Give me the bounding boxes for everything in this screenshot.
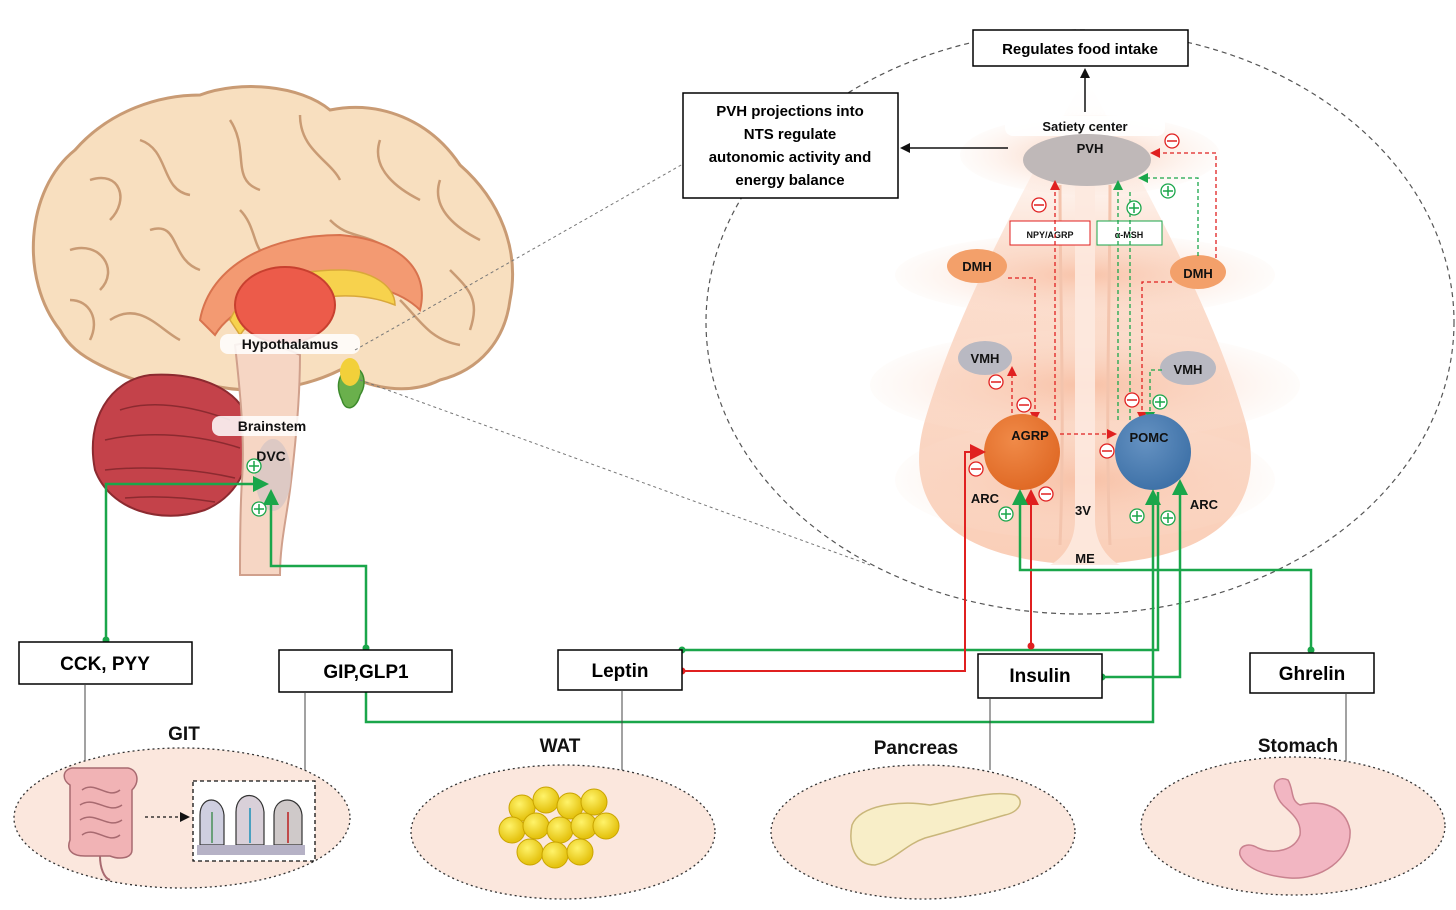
pvh-projections-line-2: NTS regulate [744, 126, 837, 143]
alpha-msh-label: α-MSH [1115, 230, 1144, 240]
stomach-organ-bg [1140, 756, 1446, 896]
regulates-food-intake-box [972, 29, 1189, 67]
leptin-to-pomc-path [682, 492, 1160, 652]
agrp-neuron [984, 414, 1060, 490]
minus-marker-vmh [988, 374, 1004, 390]
dmh-left-label: DMH [962, 259, 992, 274]
insulin-red-node [1027, 642, 1035, 650]
third-ventricle [1050, 180, 1120, 565]
brainstem-label: Brainstem [238, 418, 306, 434]
pvh-nucleus [1023, 134, 1151, 186]
plus-marker-pomc-1 [1129, 508, 1145, 524]
zoom-line-top [354, 159, 691, 351]
vmh-right-label: VMH [1174, 362, 1203, 377]
cck-pyy-path [104, 476, 269, 640]
dmh-right-to-pvh-red [1150, 148, 1217, 258]
fat-cells-icon [498, 786, 620, 869]
brainstem-label-bg [212, 416, 330, 436]
dvc-label: DVC [256, 448, 286, 464]
plus-marker-dvc-1 [246, 458, 262, 474]
inner-signaling [1007, 148, 1217, 439]
git-label: GIT [168, 724, 200, 745]
pancreas-icon [850, 792, 1021, 866]
dmh-left-nucleus [947, 249, 1007, 283]
satiety-label-bg [1005, 116, 1165, 136]
gip-glp1-path [263, 489, 368, 650]
effect-markers [246, 133, 1180, 526]
plus-marker-pvh-1 [1126, 200, 1142, 216]
stomach-label: Stomach [1258, 736, 1338, 757]
pvh-label: PVH [1077, 141, 1104, 156]
villi-icon [197, 795, 305, 855]
leptin-to-agrp-path [682, 444, 986, 672]
npy-agrp-label: NPY/AGRP [1026, 230, 1073, 240]
minus-marker-pomc-agrp [1099, 443, 1115, 459]
insulin-to-pomc-path [1102, 479, 1188, 679]
minus-marker-pvh-agrp [1031, 197, 1047, 213]
pvh-projections-line-4: energy balance [735, 172, 844, 189]
ghrelin-box [1249, 652, 1375, 694]
insulin-label: Insulin [1009, 666, 1070, 687]
vmh-right-to-pomc [1145, 369, 1162, 422]
gip-glp1-box [278, 649, 453, 693]
minus-marker-agrp-dmh [1016, 397, 1032, 413]
minus-marker-pvh-top [1164, 133, 1180, 149]
cck-pyy-label: CCK, PYY [60, 654, 150, 675]
gip-glp1-to-pomc-path [364, 489, 1161, 724]
insulin-box [977, 653, 1103, 699]
npy-agrp-box [1009, 220, 1091, 246]
minus-marker-pomc-dmh [1124, 392, 1140, 408]
arc-left-label: ARC [971, 491, 1000, 506]
thalamus [234, 266, 336, 344]
gip-glp1-label: GIP,GLP1 [323, 662, 409, 683]
hypothalamus-label-bg [220, 334, 360, 354]
vmh-left-label: VMH [971, 351, 1000, 366]
leptin-box [557, 649, 683, 691]
dmh-right-to-pomc [1137, 281, 1172, 422]
dmh-right-to-pvh-green [1138, 173, 1199, 256]
pomc-label: POMC [1130, 430, 1170, 445]
ghrelin-label: Ghrelin [1279, 664, 1346, 685]
satiety-center-label: Satiety center [1042, 119, 1127, 134]
agrp-label: AGRP [1011, 428, 1049, 443]
dmh-left-to-agrp [1008, 277, 1040, 422]
hormone-pathways [102, 444, 1315, 724]
pancreas-label: Pancreas [874, 738, 959, 759]
cerebellum [91, 373, 251, 517]
arc-right-label: ARC [1190, 497, 1219, 512]
vmh-right-nucleus [1160, 351, 1216, 385]
wat-label: WAT [540, 736, 581, 757]
cck-pyy-box [18, 641, 193, 685]
gyri-lines [69, 114, 481, 347]
pvh-projections-line-1: PVH projections into [716, 103, 864, 120]
plus-marker-pomc-vmh [1152, 394, 1168, 410]
hypothalamus-label: Hypothalamus [242, 336, 339, 352]
cerebellum-folds [104, 404, 241, 503]
dmh-right-label: DMH [1183, 266, 1213, 281]
plus-marker-pomc-2 [1160, 510, 1176, 526]
ghrelin-node [1307, 646, 1315, 654]
pvh-projections-line-3: autonomic activity and [709, 149, 872, 166]
plus-marker-agrp-ghrelin [998, 506, 1014, 522]
plus-marker-dvc-2 [251, 501, 267, 517]
ghrelin-to-agrp-path [1012, 489, 1313, 650]
intestine-icon [63, 767, 138, 881]
plus-marker-pvh-2 [1160, 183, 1176, 199]
regulates-food-intake-text: Regulates food intake [1002, 41, 1158, 58]
brain-illustration [31, 85, 515, 576]
minus-marker-agrp-leptin [968, 461, 984, 477]
hypothalamus-area [340, 358, 360, 386]
leptin-label: Leptin [592, 661, 649, 682]
dmh-right-nucleus [1170, 255, 1226, 289]
vmh-left-nucleus [958, 341, 1012, 375]
pomc-neuron [1115, 414, 1191, 490]
pvh-projections-box [682, 92, 899, 199]
third-ventricle-label: 3V [1075, 503, 1091, 518]
minus-marker-agrp-insulin [1038, 486, 1054, 502]
stomach-icon [1239, 778, 1351, 879]
zoom-line-bottom [359, 379, 871, 566]
median-eminence-label: ME [1075, 551, 1095, 566]
